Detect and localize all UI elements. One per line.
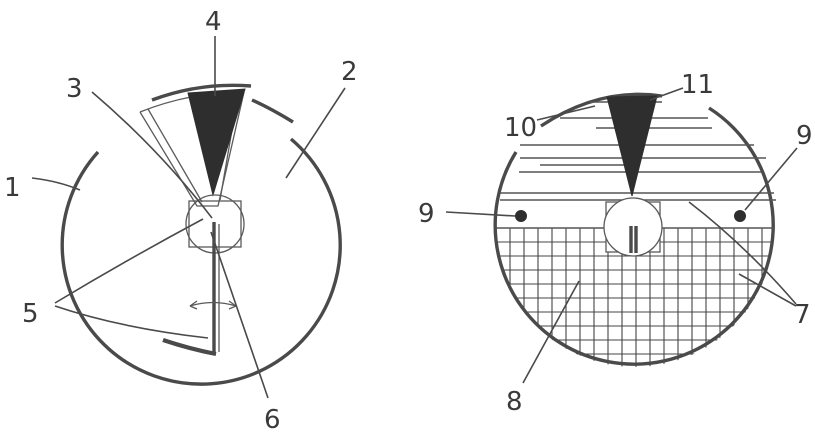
label-6: 6 <box>264 405 281 434</box>
right-hub-circle <box>603 197 663 257</box>
leader-8 <box>522 280 580 384</box>
right-rod-left <box>515 210 527 222</box>
right-figure: 9 9 10 11 7 8 <box>418 70 813 417</box>
label-2: 2 <box>341 57 358 87</box>
leader-9-right <box>744 147 798 211</box>
leader-11 <box>649 87 684 101</box>
label-9-right: 9 <box>796 121 813 151</box>
left-swing-arrowhead-right <box>228 300 237 310</box>
label-7: 7 <box>794 300 811 330</box>
leader-3 <box>91 91 213 219</box>
label-5: 5 <box>22 299 39 329</box>
leader-7b <box>738 273 797 307</box>
left-funnel-frame <box>139 91 245 207</box>
leader-5b <box>54 305 209 339</box>
right-outer-housing <box>493 106 775 366</box>
leader-1 <box>31 177 81 191</box>
label-1: 1 <box>4 173 21 203</box>
left-upper-right-wall <box>251 98 294 124</box>
left-figure: 1 2 3 4 5 6 <box>4 7 358 434</box>
label-3: 3 <box>66 74 83 104</box>
label-10: 10 <box>504 113 537 143</box>
leader-5a <box>54 218 204 304</box>
label-9-left: 9 <box>418 199 435 229</box>
label-8: 8 <box>506 387 523 417</box>
right-shaft <box>629 226 638 253</box>
leader-6 <box>210 231 269 399</box>
left-outer-housing <box>60 137 342 386</box>
label-4: 4 <box>205 7 222 37</box>
leader-10 <box>536 105 596 121</box>
left-swing-arrow <box>189 301 237 307</box>
right-dark-wedge <box>606 95 658 197</box>
leader-9-left <box>445 211 516 217</box>
left-paddle <box>162 338 217 357</box>
leader-2 <box>285 87 346 179</box>
label-11: 11 <box>681 70 714 100</box>
left-swing-arrowhead-left <box>189 300 198 310</box>
left-top-cover <box>151 83 252 102</box>
right-rod-right <box>734 210 746 222</box>
right-top-cover <box>540 92 663 128</box>
leader-7a <box>688 201 797 305</box>
left-dark-wedge <box>187 88 246 197</box>
